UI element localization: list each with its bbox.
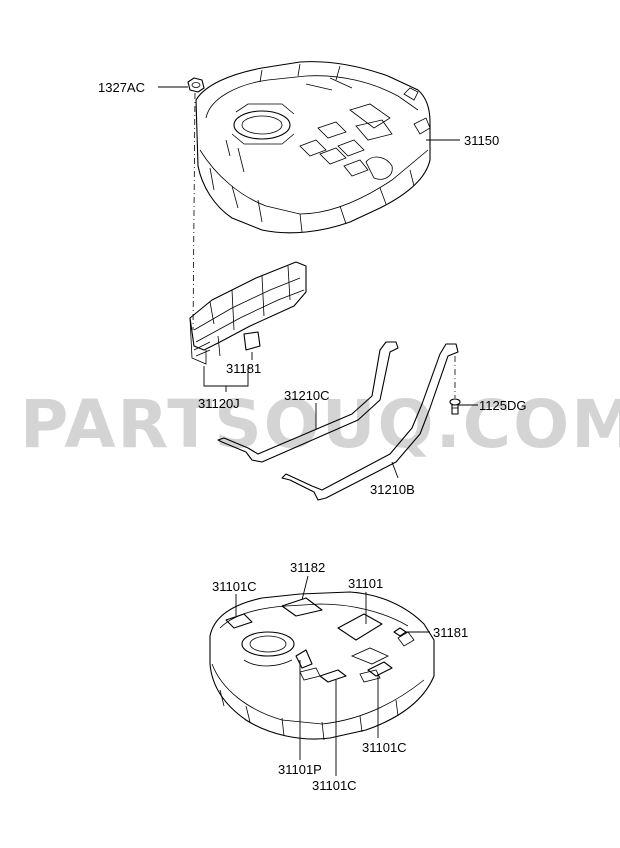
pad-31181-bottom[interactable]: [393, 627, 407, 637]
pad-31181-top[interactable]: [243, 331, 261, 351]
label-31181-top: 31181: [226, 361, 261, 376]
label-31101C-b: 31101C: [362, 740, 407, 755]
label-1125DG: 1125DG: [479, 398, 526, 413]
pad-31101C-b[interactable]: [367, 661, 393, 677]
label-31101P: 31101P: [278, 762, 322, 777]
label-31182: 31182: [290, 560, 325, 575]
pad-31101[interactable]: [337, 613, 383, 641]
pad-31182[interactable]: [281, 597, 323, 617]
protector-31120J[interactable]: [189, 261, 307, 365]
pad-31101C-a[interactable]: [225, 613, 253, 629]
label-31120J: 31120J: [198, 396, 240, 411]
leader-lines: [158, 86, 478, 776]
label-31150: 31150: [464, 133, 499, 148]
nut-1327AC[interactable]: [187, 77, 205, 93]
label-31210C: 31210C: [284, 388, 330, 403]
pad-31101P[interactable]: [295, 649, 313, 669]
label-31181-bottom: 31181: [433, 625, 468, 640]
label-31101C-a: 31101C: [212, 579, 257, 594]
dash-line: [192, 92, 196, 331]
fuel-tank-bottom[interactable]: [209, 591, 435, 741]
strap-31210C[interactable]: [217, 341, 399, 463]
pad-31101C-c[interactable]: [319, 669, 347, 683]
label-31101C-c: 31101C: [312, 778, 357, 793]
label-1327AC: 1327AC: [98, 80, 145, 95]
label-31210B: 31210B: [370, 482, 415, 497]
label-31101: 31101: [348, 576, 383, 591]
watermark: PARTSOUQ.COM: [20, 386, 620, 463]
strap-31210B[interactable]: [281, 343, 459, 501]
bolt-1125DG[interactable]: [449, 398, 461, 415]
fuel-tank-top[interactable]: [195, 61, 431, 234]
